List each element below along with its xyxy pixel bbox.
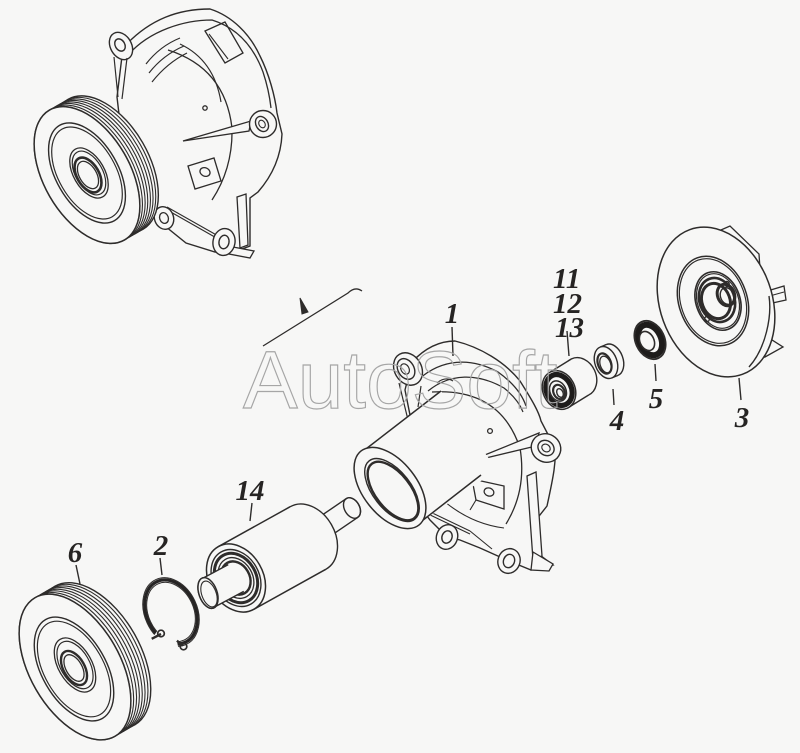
svg-text:1: 1 bbox=[445, 298, 460, 330]
svg-text:12: 12 bbox=[553, 288, 582, 320]
svg-text:3: 3 bbox=[734, 402, 750, 434]
svg-text:2: 2 bbox=[153, 530, 169, 562]
svg-text:4: 4 bbox=[609, 405, 625, 437]
svg-text:14: 14 bbox=[236, 475, 265, 507]
svg-text:13: 13 bbox=[555, 312, 584, 344]
svg-text:6: 6 bbox=[68, 537, 83, 569]
svg-text:11: 11 bbox=[553, 263, 580, 295]
svg-text:AutoSoft: AutoSoft bbox=[243, 335, 558, 426]
svg-text:5: 5 bbox=[649, 383, 664, 415]
